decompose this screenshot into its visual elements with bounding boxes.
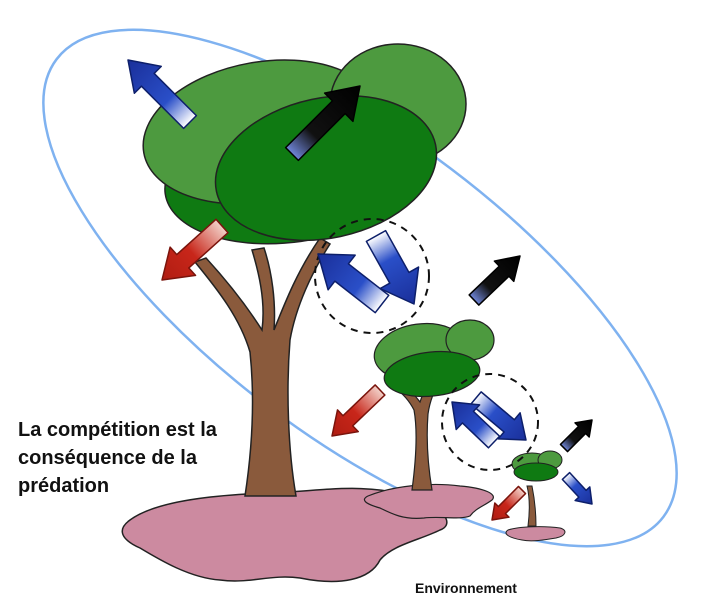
caption-line-1: La compétition est la (18, 419, 217, 441)
small-canopy-front (513, 462, 559, 482)
arrow-small-blue (561, 471, 593, 505)
large-tree-trunk (193, 236, 332, 497)
caption-line-3: prédation (18, 475, 110, 497)
caption: La compétition est la conséquence de la … (18, 416, 278, 500)
arrow-large-blue (127, 59, 198, 130)
interaction-circle-large (314, 218, 430, 334)
small-tree-trunk (526, 485, 537, 527)
medium-tree-ground (363, 483, 494, 519)
arrow-large-red (161, 218, 229, 281)
interaction-circle-small (441, 373, 539, 471)
medium-tree-trunk (391, 375, 442, 491)
arrow-comp-large-b (317, 253, 390, 314)
arrow-large-black (284, 85, 361, 162)
large-tree (121, 43, 467, 583)
medium-canopy-front (383, 350, 481, 398)
environment-label: Environnement (415, 580, 517, 596)
arrow-small-red (491, 485, 527, 521)
arrows-layer (127, 59, 593, 521)
caption-line-2: conséquence de la (18, 447, 197, 469)
medium-tree (363, 319, 495, 519)
small-tree-ground (505, 526, 566, 542)
arrow-medium-red (331, 384, 386, 437)
arrow-medium-black (468, 255, 521, 306)
arrow-small-black (559, 419, 593, 453)
large-canopy-front (214, 94, 438, 242)
arrow-comp-large-a (365, 229, 420, 305)
arrow-comp-small-b (451, 401, 501, 449)
